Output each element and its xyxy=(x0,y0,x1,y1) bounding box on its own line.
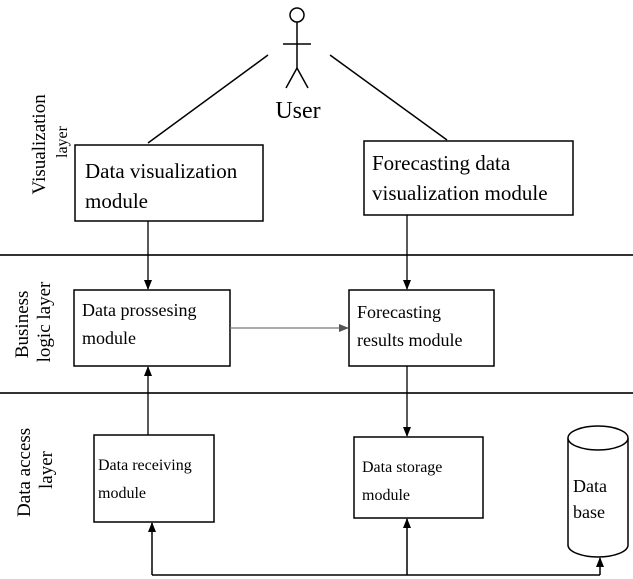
forecasting-results-module-label: Forecasting results module xyxy=(357,302,463,350)
user-label: User xyxy=(275,98,320,124)
data-receiving-module-box xyxy=(93,434,215,523)
forecasting-visualization-module-label: Forecasting data visualization module xyxy=(372,151,548,205)
layer-label-business-logic: Business logic layer xyxy=(12,281,55,362)
user-link-left xyxy=(147,54,269,144)
data-storage-module-label: Data storage module xyxy=(362,459,446,504)
user-actor-icon xyxy=(283,7,311,89)
database-icon xyxy=(567,425,629,558)
data-visualization-module-box xyxy=(74,144,264,222)
data-receiving-module-label: Data receiving module xyxy=(98,457,196,502)
data-processing-module-label: Data prossesing module xyxy=(82,300,201,348)
forecasting-results-module-box xyxy=(348,289,495,367)
data-processing-module-box xyxy=(73,289,231,367)
layer-label-data-access: Data access layer xyxy=(14,423,57,517)
data-visualization-module-label: Data visualization module xyxy=(85,159,242,213)
data-storage-module-box xyxy=(353,436,484,519)
database-label: Data base xyxy=(573,476,611,522)
layer-label-visualization: Visualization layer xyxy=(29,90,71,195)
user-link-right xyxy=(329,54,448,141)
forecasting-visualization-module-box xyxy=(363,140,574,216)
